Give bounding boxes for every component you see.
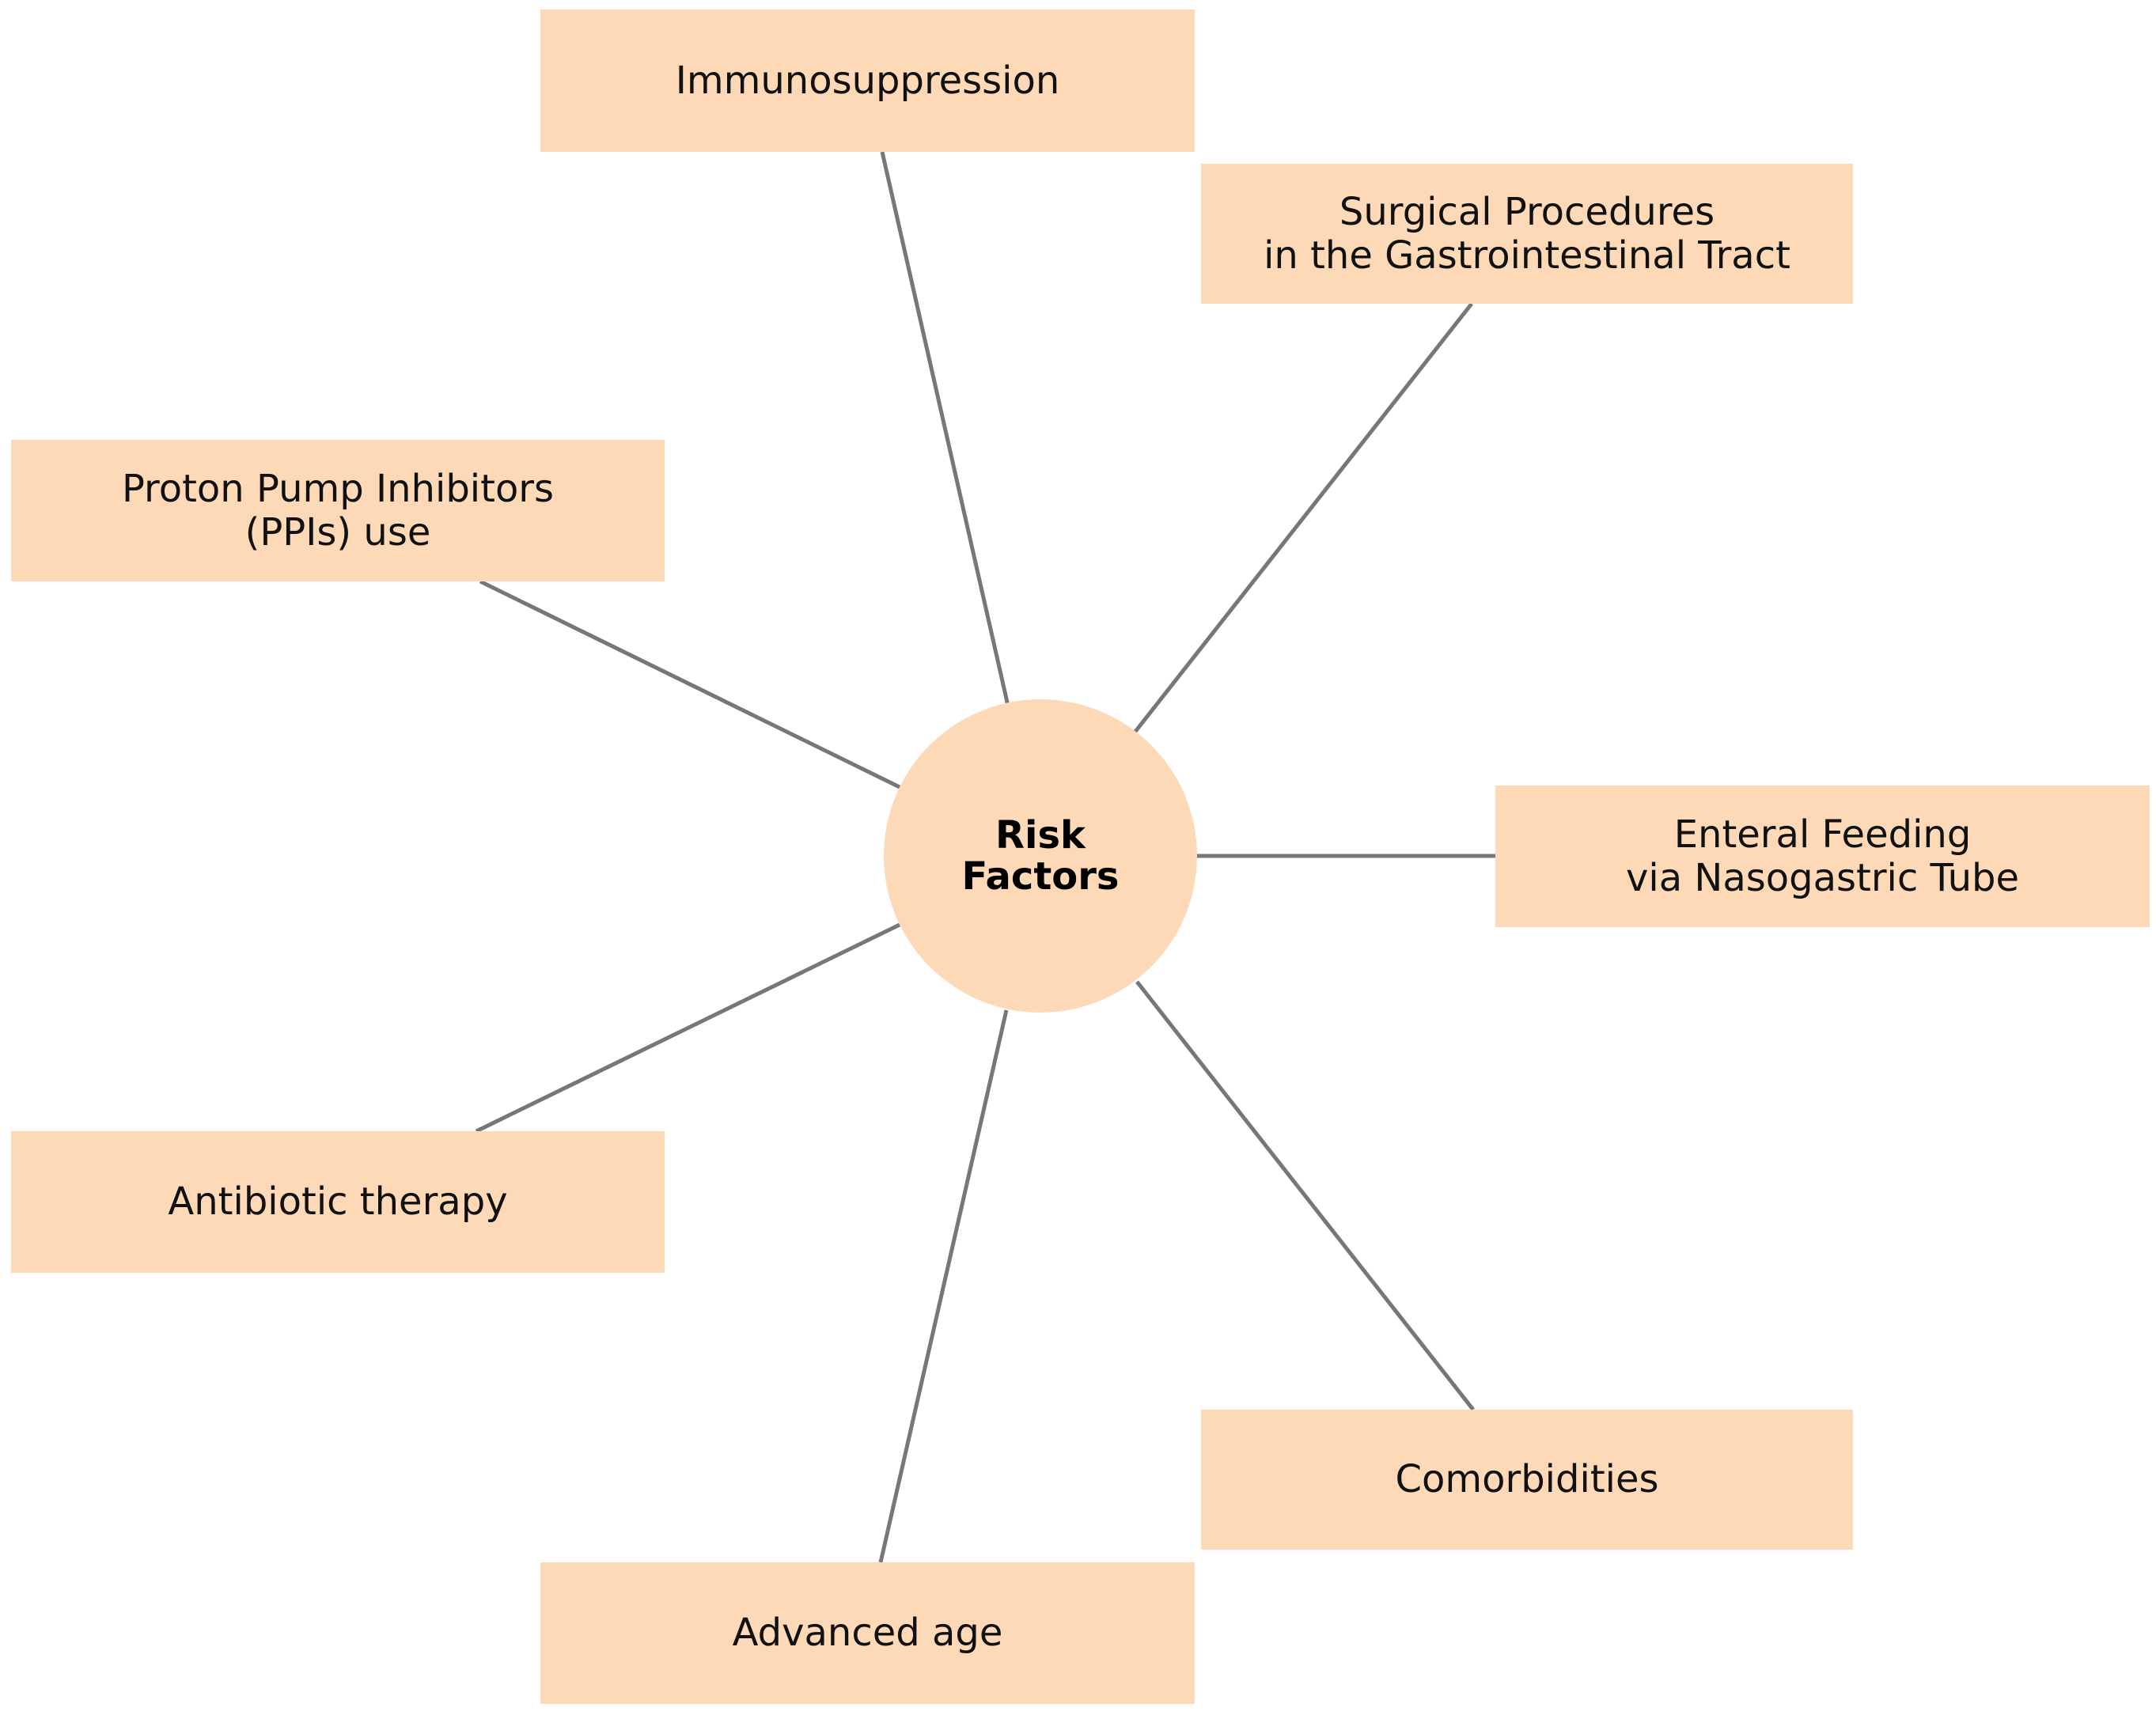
factor-label-comorbidities: Comorbidities (1395, 1457, 1659, 1501)
connector-age (878, 1009, 1009, 1563)
factor-box-antibiotic-therapy: Antibiotic therapy (11, 1131, 665, 1273)
factor-box-advanced-age: Advanced age (540, 1562, 1195, 1704)
factor-box-comorbidities: Comorbidities (1201, 1410, 1853, 1550)
connector-antibiotic (475, 922, 901, 1134)
connector-comorbidities (1135, 980, 1475, 1411)
factor-label-enteral-feeding: Enteral Feeding via Nasogastric Tube (1626, 812, 2019, 900)
connector-ppi (479, 579, 901, 789)
factor-label-immunosuppression: Immunosuppression (675, 58, 1060, 103)
factor-box-immunosuppression: Immunosuppression (540, 9, 1195, 152)
center-node-risk-factors: Risk Factors (884, 699, 1197, 1013)
connector-surgical (1133, 302, 1473, 734)
factor-box-surgical-procedures: Surgical Procedures in the Gastrointesti… (1201, 164, 1853, 304)
factor-box-proton-pump-inhibitors: Proton Pump Inhibitors (PPIs) use (11, 440, 665, 581)
factor-label-proton-pump-inhibitors: Proton Pump Inhibitors (PPIs) use (121, 466, 555, 555)
factor-label-surgical-procedures: Surgical Procedures in the Gastrointesti… (1264, 189, 1790, 278)
factor-box-enteral-feeding: Enteral Feeding via Nasogastric Tube (1495, 786, 2150, 927)
factor-label-advanced-age: Advanced age (732, 1611, 1003, 1655)
factor-label-antibiotic-therapy: Antibiotic therapy (168, 1179, 508, 1224)
center-node-label: Risk Factors (961, 813, 1120, 899)
connector-immunosuppression (880, 151, 1010, 706)
